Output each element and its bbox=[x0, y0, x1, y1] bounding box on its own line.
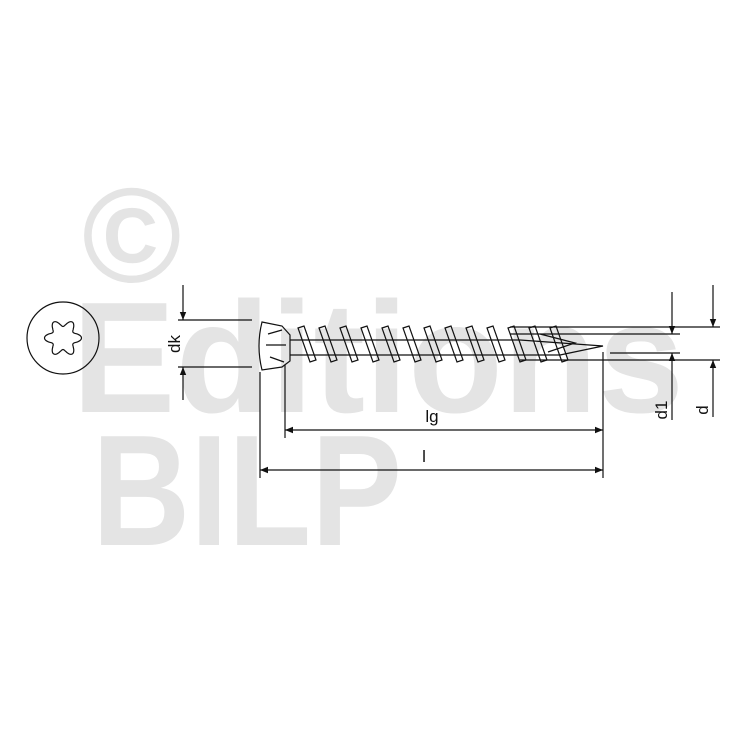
thread-flank bbox=[297, 325, 317, 363]
dk-label: dk bbox=[165, 335, 184, 353]
d1-label: d1 bbox=[652, 401, 671, 420]
thread-flank bbox=[423, 325, 443, 363]
l-label: l bbox=[422, 447, 426, 466]
thread-flank bbox=[339, 325, 359, 363]
thread-flank bbox=[486, 325, 506, 363]
thread-flank bbox=[465, 325, 485, 363]
dk-dimension: dk bbox=[165, 285, 252, 400]
d-label: d bbox=[693, 405, 712, 414]
length-dimensions: lg l bbox=[259, 352, 604, 478]
thread-flank bbox=[444, 325, 464, 363]
thread-flank bbox=[360, 325, 380, 363]
torx-drive-icon bbox=[43, 321, 83, 355]
watermark: © Editions BILP bbox=[72, 160, 684, 579]
lg-label: lg bbox=[425, 407, 438, 426]
thread-flank bbox=[318, 325, 338, 363]
torx-head-view bbox=[26, 301, 100, 375]
thread-flank bbox=[381, 325, 401, 363]
watermark-copyright: © bbox=[82, 160, 181, 311]
diameter-dimensions: d1 d bbox=[510, 285, 720, 420]
thread-flank bbox=[402, 325, 422, 363]
